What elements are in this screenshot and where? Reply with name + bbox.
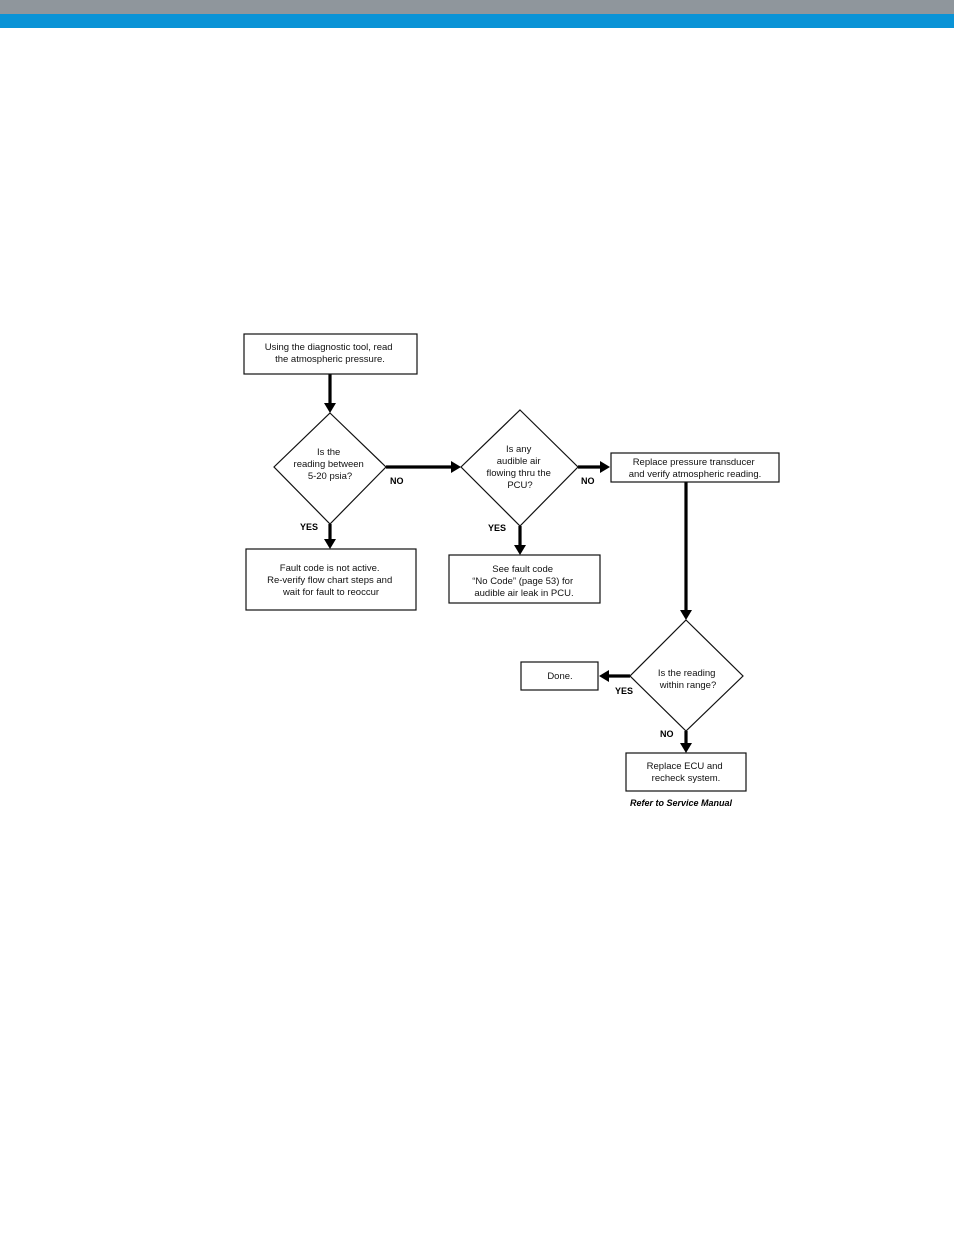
node-start: Using the diagnostic tool, read the atmo… — [243, 333, 418, 375]
node-replace-transducer: Replace pressure transducer and verify a… — [610, 452, 780, 483]
edge-label-air-yes: YES — [488, 523, 506, 533]
node-see-fault-code: See fault code “No Code” (page 53) for a… — [448, 554, 601, 604]
arrowhead — [514, 545, 526, 555]
node-text: Replace pressure transducer and verify a… — [629, 457, 762, 480]
connectors — [324, 374, 692, 753]
node-replace-ecu: Replace ECU and recheck system. — [625, 752, 747, 792]
edge-label-within-yes: YES — [615, 686, 633, 696]
node-text: Is the reading between 5-20 psia? — [294, 447, 367, 482]
node-text: Done. — [547, 671, 572, 682]
node-done: Done. — [520, 661, 599, 691]
arrowhead — [324, 539, 336, 549]
header-band-gray — [0, 0, 954, 14]
edge-label-air-no: NO — [581, 476, 595, 486]
node-text: Is the reading within range? — [658, 668, 718, 691]
node-fault-inactive: Fault code is not active. Re-verify flow… — [245, 548, 417, 611]
edge-label-range-no: NO — [390, 476, 404, 486]
arrowhead — [324, 403, 336, 413]
node-decision-within: Is the reading within range? — [629, 619, 744, 732]
header-band-blue — [0, 14, 954, 28]
node-text: Fault code is not active. Re-verify flow… — [267, 563, 395, 598]
edge-label-within-no: NO — [660, 729, 674, 739]
edge-label-range-yes: YES — [300, 522, 318, 532]
arrowhead — [680, 610, 692, 620]
arrowhead — [680, 743, 692, 753]
node-decision-air: Is any audible air flowing thru the PCU? — [460, 409, 579, 527]
node-text: Replace ECU and recheck system. — [647, 761, 726, 784]
arrowhead — [451, 461, 461, 473]
node-text: Using the diagnostic tool, read the atmo… — [265, 342, 395, 365]
arrowhead — [599, 670, 609, 682]
node-decision-range: Is the reading between 5-20 psia? — [273, 412, 387, 525]
node-text: See fault code “No Code” (page 53) for a… — [472, 564, 576, 599]
arrowhead — [600, 461, 610, 473]
node-text: Is any audible air flowing thru the PCU? — [486, 444, 553, 491]
footnote: Refer to Service Manual — [630, 798, 733, 808]
